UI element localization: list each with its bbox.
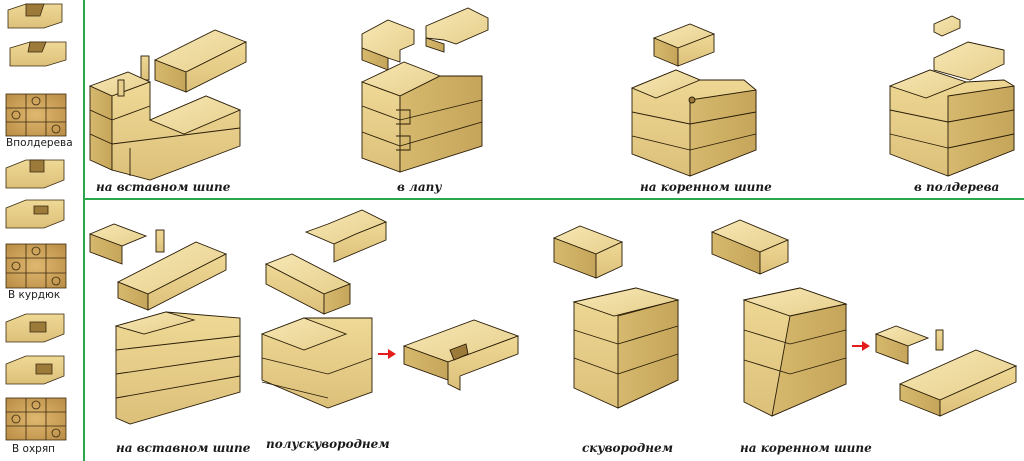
side-illustration-vpoldereva	[5, 3, 67, 137]
caption-inserted-tenon-top: на вставном шипе	[96, 180, 231, 194]
corner-joint-root-tenon-bottom	[710, 219, 848, 417]
arrow-icon	[852, 341, 870, 351]
side-illustration-v-kurdyuk	[5, 159, 67, 289]
corner-joint-inserted-tenon-bottom	[88, 223, 241, 425]
joint-top-view-half-dovetail	[402, 319, 520, 391]
corner-joint-inserted-tenon-top	[88, 29, 248, 181]
joint-exploded-root-tenon	[874, 325, 1018, 417]
corner-joint-root-tenon-top	[630, 23, 757, 177]
caption-inserted-tenon-bottom: на вставном шипе	[116, 441, 251, 455]
corner-joint-dovetail	[552, 225, 680, 409]
arrow-icon	[378, 349, 396, 359]
caption-root-tenon-top: на коренном шипе	[640, 180, 772, 194]
caption-dovetail: скувороднем	[582, 441, 674, 455]
caption-half-timber: в полдерева	[914, 180, 1000, 194]
caption-lap: в лапу	[397, 180, 442, 194]
side-label-v-kurdyuk: В курдюк	[8, 289, 61, 301]
corner-joint-half-dovetail	[260, 209, 388, 409]
caption-root-tenon-bottom: на коренном шипе	[740, 441, 872, 455]
side-illustration-v-okhryap	[5, 313, 67, 441]
side-label-vpoldereva: Вполдерева	[6, 137, 73, 149]
side-label-v-okhryap: В охряп	[12, 443, 56, 455]
corner-joint-dovetail-lap-top	[360, 7, 489, 173]
caption-half-dovetail: полускувороднем	[266, 437, 390, 451]
corner-joint-half-timber-top	[888, 15, 1015, 177]
